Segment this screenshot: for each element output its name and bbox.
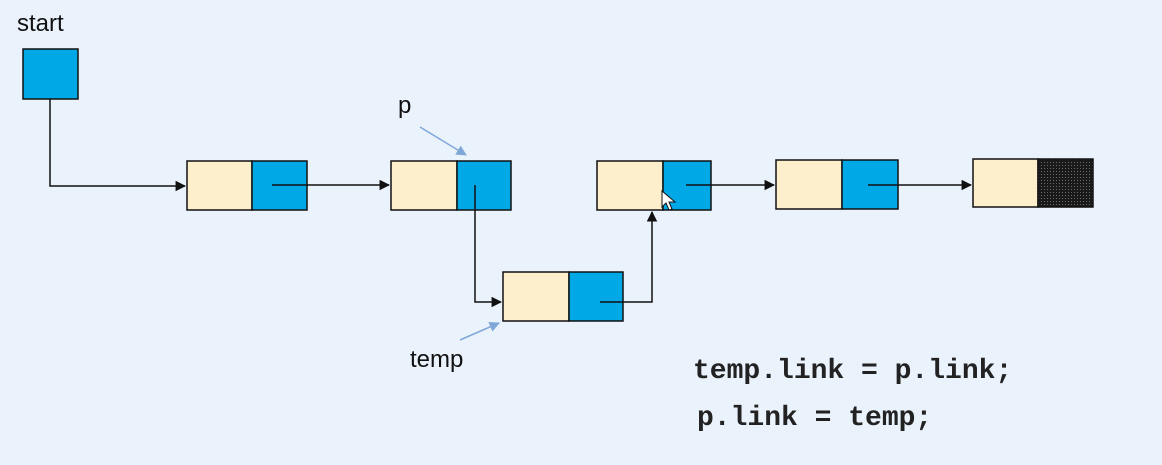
node-p [390,160,512,211]
node-last-data [972,158,1039,208]
start-label: start [17,10,64,37]
node-4-data [775,159,843,210]
temp-label: temp [410,346,464,373]
code-line-1: temp.link = p.link; [693,356,1013,387]
node-temp-data [502,271,570,322]
temp-pointer-arrow [459,321,500,341]
node-1-data [186,160,253,211]
p-pointer-arrow [419,126,467,156]
node-last-null-link [1037,158,1094,208]
node-p-link [456,160,512,211]
arrow-temp-to-node-3 [600,210,658,303]
start-pointer-box [22,48,79,100]
code-line-2: p.link = temp; [697,403,933,434]
arrow-start-to-node-1 [49,99,187,192]
node-p-data [390,160,458,211]
node-temp [502,271,624,322]
node-3-data [596,160,664,211]
arrow-node-p-to-temp [474,185,503,308]
node-1 [186,160,308,211]
p-label: p [398,92,412,119]
node-last-null [972,158,1094,208]
cursor-icon [661,189,677,211]
node-temp-link [568,271,624,322]
